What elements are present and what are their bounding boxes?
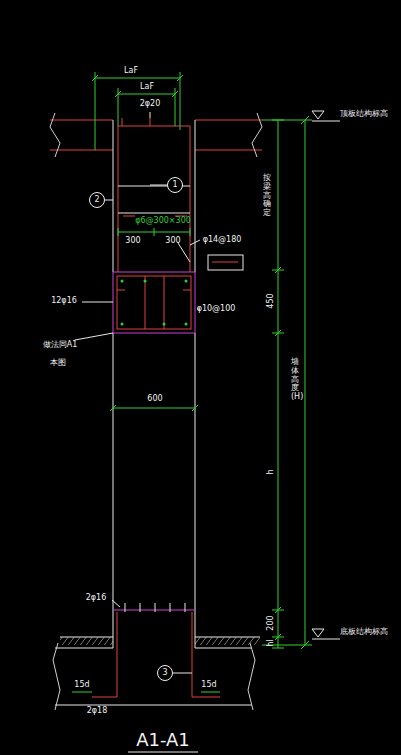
section-title: A1-A1: [136, 731, 190, 749]
dimension-label: 顶板结构标高: [340, 110, 388, 118]
dimension-label: 做法同A1: [43, 341, 78, 349]
dimension-label: LaF: [124, 67, 138, 75]
dimension-label: 2φ16: [86, 594, 107, 602]
dimension-label: 2φ18: [87, 707, 108, 715]
dimension-label: 600: [147, 395, 162, 403]
dimension-label: φ6@300×300: [135, 217, 191, 225]
vertical-note: 按梁高确定: [263, 174, 271, 218]
dimension-label: 450: [267, 293, 275, 308]
dimension-label: 12φ16: [51, 297, 77, 305]
callout-number: 2: [94, 196, 99, 204]
dimension-label: 300: [165, 237, 180, 245]
dimension-label: hl: [267, 639, 275, 646]
dimension-label: 15d: [201, 681, 216, 689]
callout-circle: 1: [167, 177, 183, 193]
dimension-label: 2φ20: [140, 100, 161, 108]
dimension-label: 底板结构标高: [340, 628, 388, 636]
callout-number: 1: [172, 181, 177, 189]
vertical-note: 墙体高度(H): [291, 358, 299, 402]
dimension-label: φ10@100: [197, 305, 236, 313]
dimension-label: LaF: [140, 83, 154, 91]
dimension-label: 200: [267, 615, 275, 630]
dimension-label: 300: [125, 237, 140, 245]
callout-number: 3: [162, 669, 167, 677]
dimension-label: φ14@180: [203, 236, 242, 244]
dimension-label: 15d: [74, 681, 89, 689]
dimension-label: 本图: [50, 359, 66, 367]
callout-circle: 3: [157, 665, 173, 681]
callout-circle: 2: [89, 192, 105, 208]
dimension-label: h: [267, 469, 275, 474]
